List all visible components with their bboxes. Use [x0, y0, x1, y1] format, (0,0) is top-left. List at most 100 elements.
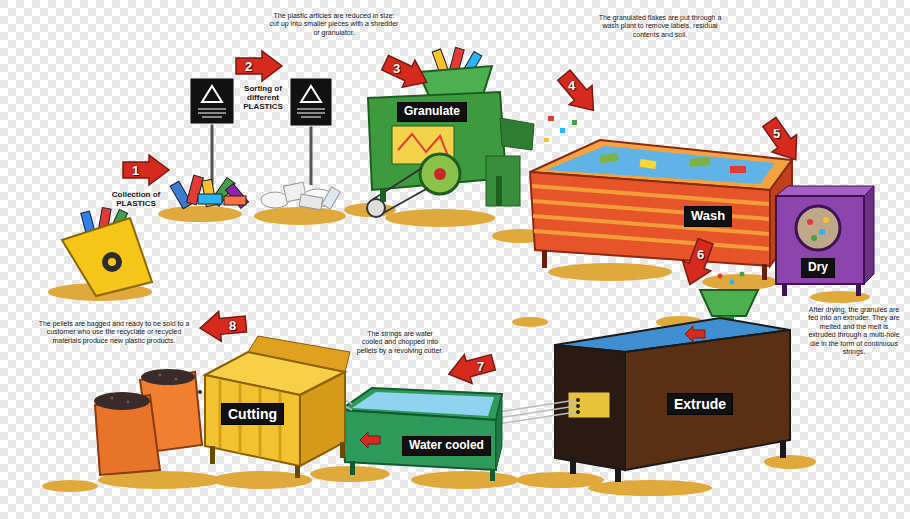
bottle-pile: [170, 122, 248, 209]
flow-arrow: [685, 326, 705, 342]
sign-post: [211, 122, 214, 185]
step-arrow: [676, 236, 720, 289]
cutter-stripes: [220, 380, 280, 461]
cutter-leg: [210, 446, 215, 464]
sign-line: [202, 117, 222, 118]
die-hole: [576, 410, 580, 414]
sign-board: [190, 78, 234, 124]
callout-number: 3: [393, 62, 400, 75]
step-description: The granulated flakes are put through a …: [598, 14, 722, 39]
pellet-bags: [94, 369, 202, 475]
flake: [544, 138, 549, 142]
string: [498, 400, 576, 412]
floating-label: [690, 157, 711, 167]
sign-line: [297, 109, 325, 110]
puddle: [411, 471, 519, 489]
sign-line: [198, 109, 226, 110]
puddle: [42, 480, 98, 492]
machine-leg: [380, 188, 386, 202]
granule: [807, 219, 813, 225]
stage-label: Extrude: [667, 393, 733, 415]
dryer-leg: [782, 284, 787, 296]
step-arrow: [379, 49, 433, 96]
callout-number: 5: [773, 127, 780, 140]
string: [498, 412, 576, 424]
dryer-window: [796, 206, 840, 250]
step-description: After drying, the granules are fed into …: [806, 306, 902, 356]
callout-number: 7: [477, 360, 484, 373]
granule: [819, 229, 825, 235]
step-arrow: [445, 348, 497, 389]
drive-belt: [378, 188, 428, 216]
pellet-heap: [141, 369, 195, 385]
puddle: [385, 209, 495, 227]
sorted-pile: [261, 126, 340, 210]
dryer-body: [776, 196, 864, 284]
flywheel-hub: [434, 168, 446, 180]
callout-number: 6: [697, 248, 704, 261]
cutter-side: [300, 372, 345, 466]
stripe: [533, 216, 769, 234]
granulator-body: [368, 92, 506, 190]
step-arrow: [236, 51, 282, 81]
flow-arrow: [360, 432, 380, 448]
tank-leg: [762, 264, 767, 280]
extruder-leg: [615, 468, 621, 482]
stripe: [534, 231, 769, 249]
floating-label: [730, 166, 746, 173]
puddle: [588, 480, 712, 496]
sorting-sign: [290, 78, 332, 126]
machine-leg: [496, 176, 502, 206]
sign-board: [290, 78, 332, 126]
recycle-symbol: [202, 86, 222, 102]
granule: [811, 235, 817, 241]
floating-label: [599, 152, 618, 163]
flake: [560, 128, 565, 133]
extruder-leg: [570, 456, 576, 474]
step-description: The pellets are bagged and ready to be s…: [38, 320, 190, 345]
granule: [730, 280, 735, 285]
puddle: [516, 472, 604, 488]
bath-front: [340, 410, 496, 470]
puddle: [254, 207, 346, 225]
pellet: [175, 378, 178, 381]
extruder-side: [625, 330, 790, 470]
step-arrow: [199, 309, 247, 343]
stage-label: Water cooled: [402, 436, 491, 456]
plastic-strings: [498, 400, 576, 424]
sign-line: [198, 113, 226, 114]
granule: [823, 217, 829, 223]
cutter-leg: [340, 442, 345, 458]
die-hole: [576, 404, 580, 408]
pellet: [127, 401, 130, 404]
step-arrow: [552, 66, 605, 121]
sorted-item: [322, 187, 341, 209]
tank-leg: [542, 250, 547, 268]
cutter-front: [205, 375, 300, 466]
stage-label: Granulate: [397, 102, 467, 122]
step-description: The plastic articles are reduced in size…: [268, 12, 400, 37]
stage-name: Extrude: [674, 396, 726, 412]
callout-number: 4: [568, 79, 575, 92]
step-description: The strings are water cooled and chopped…: [356, 330, 444, 355]
dryer: [776, 186, 874, 296]
stage-label: Wash: [684, 206, 732, 227]
step-arrows: [123, 49, 808, 389]
granule: [718, 274, 723, 279]
motor-box: [486, 156, 520, 206]
floating-label: [640, 159, 657, 169]
extruder: [555, 318, 790, 482]
drive-belt: [372, 168, 422, 200]
callout-number: 8: [229, 319, 236, 332]
sign-line: [301, 117, 321, 118]
tank-stripes: [532, 186, 769, 249]
puddle: [158, 206, 242, 222]
stage-caption: Collection of PLASTICS: [100, 190, 172, 208]
callout-number: 1: [132, 164, 139, 177]
stage-name: Water cooled: [409, 439, 484, 453]
tank-front: [530, 172, 770, 266]
sign-post: [310, 126, 313, 185]
string: [498, 406, 576, 418]
puddles: [42, 203, 870, 496]
